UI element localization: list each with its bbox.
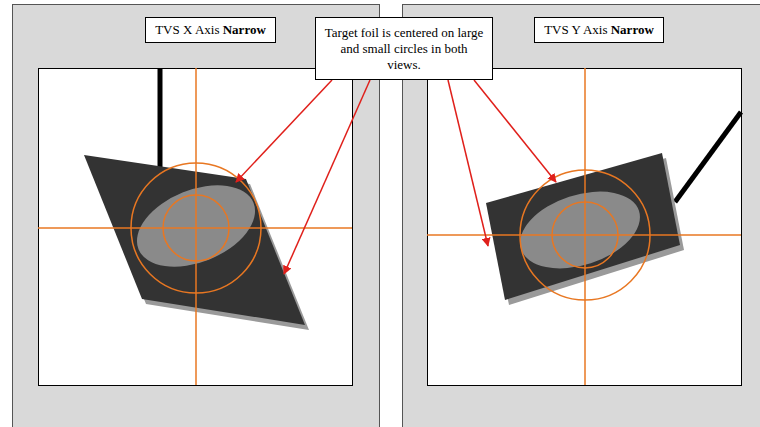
- target-stalk: [675, 112, 741, 202]
- view-mode-text: Narrow: [611, 22, 654, 37]
- crosshair: [195, 68, 197, 385]
- large-circle: [131, 163, 261, 293]
- leader-arrow: [236, 80, 332, 182]
- target-foil: [84, 155, 305, 325]
- crosshair: [584, 68, 586, 385]
- large-circle: [520, 170, 650, 300]
- view-title: TVS X Axis Narrow: [145, 17, 276, 43]
- view-title-text: TVS Y Axis: [544, 22, 607, 37]
- small-circle: [163, 195, 229, 261]
- leader-arrow: [474, 80, 556, 182]
- view-mode-text: Narrow: [223, 22, 266, 37]
- small-circle: [552, 202, 618, 268]
- view-title: TVS Y Axis Narrow: [534, 17, 664, 43]
- callout-text: Target foil is centered on large and sma…: [324, 25, 484, 73]
- crosshair: [427, 234, 741, 236]
- foil-spot: [510, 178, 650, 283]
- leader-arrow: [284, 80, 370, 274]
- camera-view: [428, 69, 742, 386]
- view-title-text: TVS X Axis: [155, 22, 219, 37]
- target-foil: [486, 153, 680, 300]
- callout-box: Target foil is centered on large and sma…: [315, 17, 493, 80]
- leader-arrow: [448, 80, 488, 246]
- target-stalk: [158, 68, 163, 168]
